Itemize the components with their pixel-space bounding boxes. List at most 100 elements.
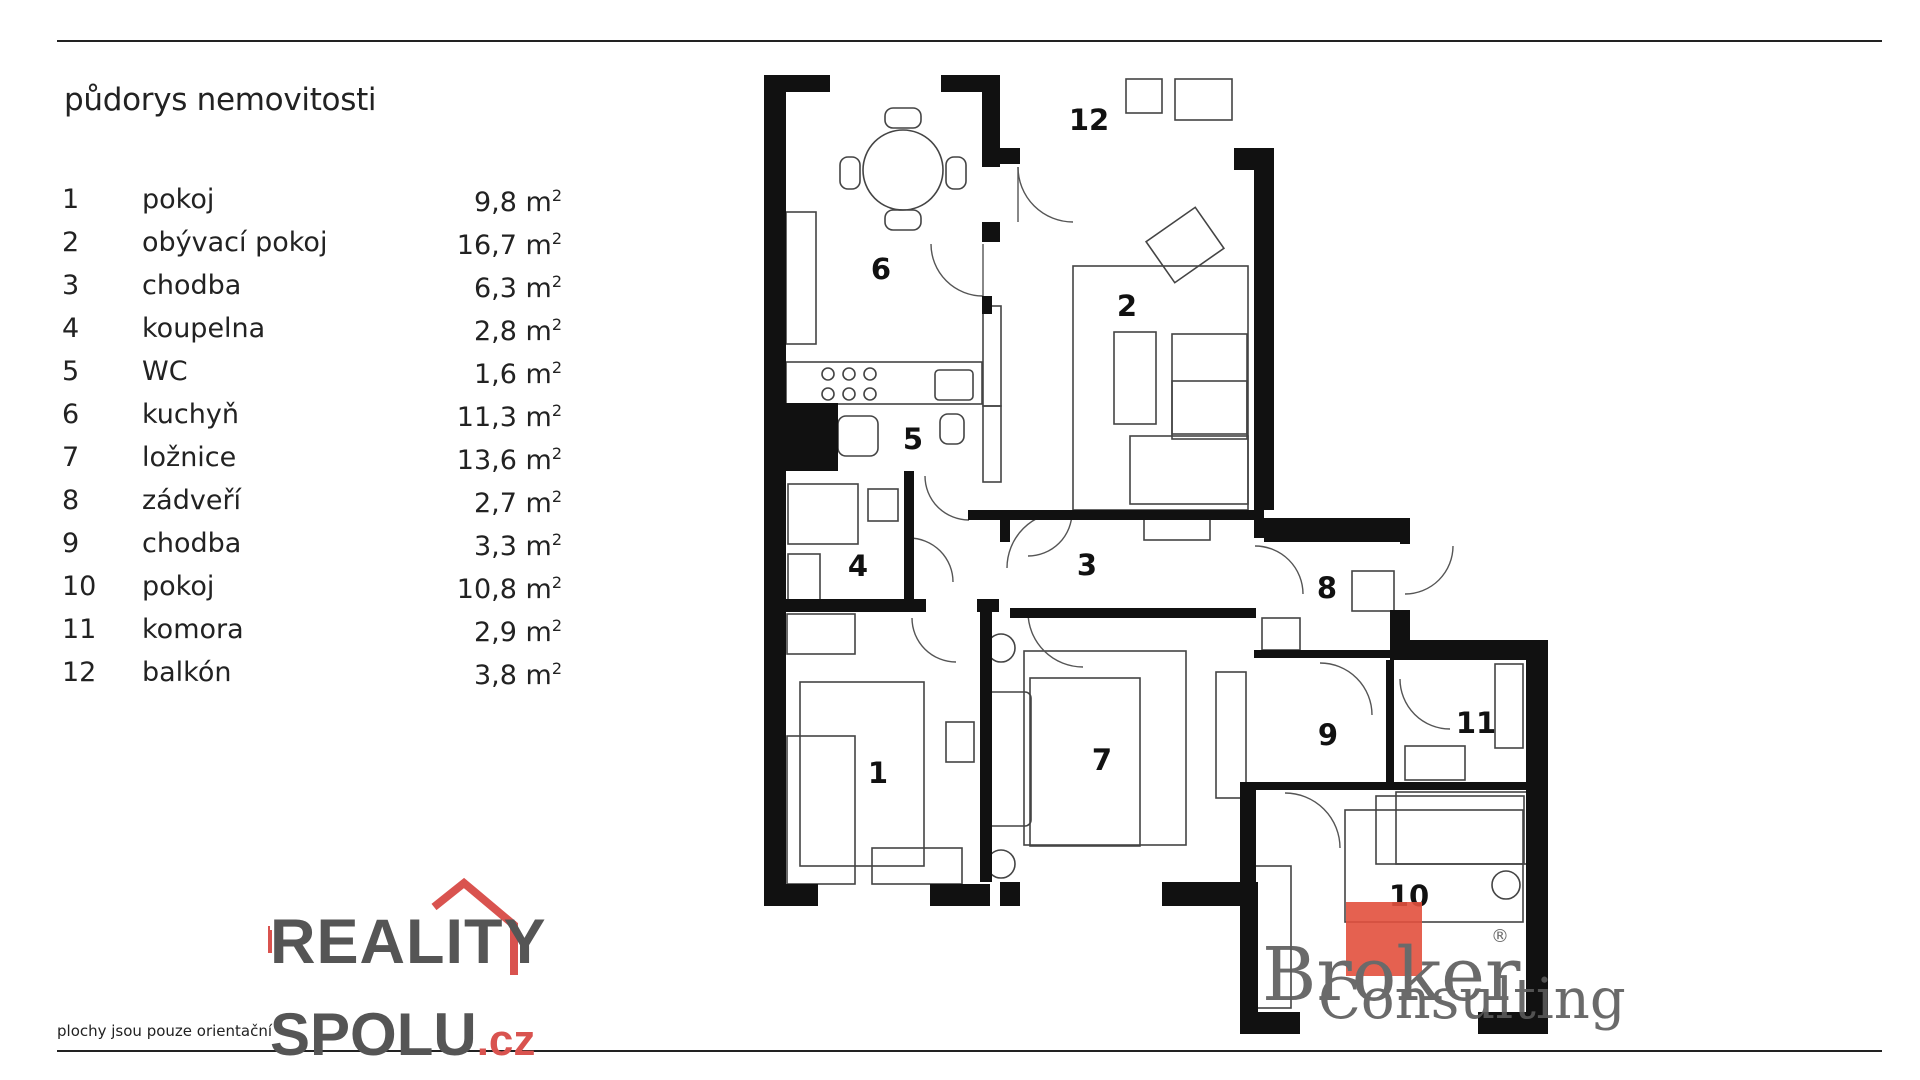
room-row: 12 balkón 3,8 m2 [62,651,562,694]
room-area-value: 6,3 [473,273,517,304]
room-area: 2,9 m2 [397,608,562,651]
room-area-exponent: 2 [551,659,562,678]
room-area: 6,3 m2 [397,264,562,307]
broker-consulting-watermark: Broker Consulting ® [1262,902,1626,1032]
room-area-value: 10,8 [456,574,517,605]
room-name: chodba [142,527,242,559]
room-number-9: 9 [1318,718,1338,752]
room-name: obývací pokoj [142,226,328,258]
room-number-7: 7 [1092,743,1112,777]
room-area-exponent: 2 [551,530,562,549]
room-row: 6 kuchyň 11,3 m2 [62,393,562,436]
room-name: koupelna [142,312,266,344]
room-number-4: 4 [848,549,868,583]
room-area-value: 16,7 [456,230,517,261]
watermark-consulting-text: Consulting [1318,967,1626,1032]
room-number: 10 [62,570,97,602]
house-roof-left [510,921,518,975]
watermark-red-square [1346,902,1422,976]
room-number-2: 2 [1117,289,1137,323]
room-row: 1 pokoj 9,8 m2 [62,178,562,221]
page-title: půdorys nemovitosti [64,82,377,118]
room-area-unit: m [525,574,552,605]
room-area-value: 13,6 [456,445,517,476]
room-area: 1,6 m2 [397,350,562,393]
room-area-unit: m [525,531,552,562]
room-row: 8 zádveří 2,7 m2 [62,479,562,522]
room-area-unit: m [525,660,552,691]
room-number-12: 12 [1069,103,1109,137]
room-row: 11 komora 2,9 m2 [62,608,562,651]
room-area-exponent: 2 [551,186,562,205]
room-area-value: 2,8 [473,316,517,347]
room-area-exponent: 2 [551,229,562,248]
watermark-broker-text: Broker [1262,932,1521,1018]
room-row: 4 koupelna 2,8 m2 [62,307,562,350]
logo-spolu-text: SPOLU [270,1001,477,1065]
room-number-11: 11 [1456,706,1496,740]
room-area-unit: m [525,316,552,347]
room-number-5: 5 [903,422,923,456]
room-area-value: 2,7 [473,488,517,519]
dining-table [862,129,944,211]
room-area-unit: m [525,402,552,433]
logo-cz-text: .cz [477,1016,536,1065]
room-name: kuchyň [142,398,239,430]
furniture [785,78,1533,1009]
logo-reality-text: REALITY [270,907,547,977]
footnote: plochy jsou pouze orientační [57,1022,273,1040]
room-name: WC [142,355,188,387]
room-name: pokoj [142,183,215,215]
room-area: 9,8 m2 [397,178,562,221]
room-area-value: 2,9 [473,617,517,648]
room-area-exponent: 2 [551,573,562,592]
watermark-registered-mark: ® [1491,926,1509,947]
room-area-exponent: 2 [551,616,562,635]
room-area-unit: m [525,445,552,476]
room-area-exponent: 2 [551,487,562,506]
room-area: 3,8 m2 [397,651,562,694]
room-number: 11 [62,613,97,645]
room-area: 16,7 m2 [397,221,562,264]
room-area-value: 3,8 [473,660,517,691]
room-area-value: 1,6 [473,359,517,390]
top-rule [57,40,1882,42]
room-area-unit: m [525,273,552,304]
room-area-value: 9,8 [473,187,517,218]
room-area-exponent: 2 [551,315,562,334]
room-number-1: 1 [868,756,888,790]
room-area-unit: m [525,187,552,218]
room-area-unit: m [525,230,552,261]
room-name: komora [142,613,244,645]
room-name: balkón [142,656,232,688]
room-number: 1 [62,183,80,215]
room-area: 2,7 m2 [397,479,562,522]
room-number: 8 [62,484,80,516]
room-area: 3,3 m2 [397,522,562,565]
room-area: 10,8 m2 [397,565,562,608]
room-row: 2 obývací pokoj 16,7 m2 [62,221,562,264]
logo-spolu-group: SPOLU.cz [270,1001,535,1065]
room-row: 5 WC 1,6 m2 [62,350,562,393]
room-number-3: 3 [1077,548,1097,582]
room-area-exponent: 2 [551,272,562,291]
room-area-exponent: 2 [551,444,562,463]
room-area-exponent: 2 [551,401,562,420]
room-numbers: 12 6 2 5 4 3 8 9 11 1 7 10 [848,103,1496,913]
room-name: zádveří [142,484,242,516]
room-number: 6 [62,398,80,430]
room-area-value: 11,3 [456,402,517,433]
room-name: pokoj [142,570,215,602]
room-row: 3 chodba 6,3 m2 [62,264,562,307]
room-number: 7 [62,441,80,473]
room-number: 5 [62,355,80,387]
room-name: chodba [142,269,242,301]
room-number: 3 [62,269,80,301]
room-area-exponent: 2 [551,358,562,377]
room-number-6: 6 [871,252,891,286]
room-number: 12 [62,656,97,688]
room-number: 4 [62,312,80,344]
